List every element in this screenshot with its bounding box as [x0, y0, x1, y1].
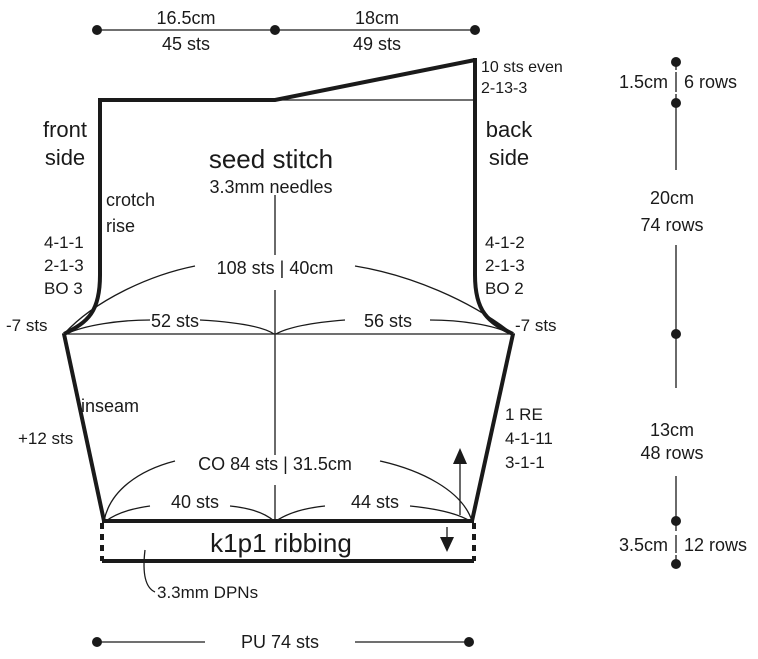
front-shaping-line3: BO 3	[44, 279, 83, 298]
cast-on-front-label: 40 sts	[171, 492, 219, 512]
front-width-cm: 16.5cm	[156, 8, 215, 28]
hip-back-arc	[275, 319, 346, 335]
measure-dot	[470, 25, 480, 35]
measure-dot	[92, 637, 102, 647]
down-arrow-icon	[440, 537, 454, 552]
co-back-arc	[275, 505, 326, 522]
seg1-cm: 1.5cm	[619, 72, 668, 92]
ribbing-band: k1p1 ribbing 3.3mm DPNs	[100, 523, 476, 602]
seg3-rows: 48 rows	[640, 443, 703, 463]
up-arrow-icon	[453, 448, 467, 464]
co-front-arc	[105, 505, 151, 522]
back-side-label-line1: back	[486, 117, 533, 142]
inseam-shaping-line2: 4-1-11	[505, 429, 553, 448]
back-rise-note-line2: 2-13-3	[481, 80, 527, 97]
top-width-measure: 16.5cm 45 sts 18cm 49 sts	[92, 8, 480, 54]
dpn-label: 3.3mm DPNs	[157, 583, 258, 602]
measure-dot	[671, 516, 681, 526]
cast-on-back-label: 44 sts	[351, 492, 399, 512]
dpn-callout-line	[143, 549, 156, 593]
hip-back-arc	[429, 319, 512, 335]
back-width-sts: 49 sts	[353, 34, 401, 54]
back-shaping-line3: BO 2	[485, 279, 524, 298]
back-shaping-line2: 2-1-3	[485, 256, 525, 275]
seg3-cm: 13cm	[650, 420, 694, 440]
front-shaping-line2: 2-1-3	[44, 256, 84, 275]
needle-size-label: 3.3mm needles	[209, 177, 332, 197]
seg4-rows: 12 rows	[684, 535, 747, 555]
hip-total-label: 108 sts | 40cm	[217, 258, 334, 278]
co-back-arc	[409, 505, 471, 522]
seg1-rows: 6 rows	[684, 72, 737, 92]
seg2-rows: 74 rows	[640, 215, 703, 235]
co-front-arc	[229, 505, 275, 522]
measure-dot	[671, 559, 681, 569]
measure-dot	[92, 25, 102, 35]
measure-dot	[671, 98, 681, 108]
inseam-right-edge	[470, 333, 515, 522]
co-total-arc	[103, 460, 176, 522]
hip-total-arc	[354, 265, 514, 335]
back-width-cm: 18cm	[355, 8, 399, 28]
garment-outline	[62, 58, 515, 523]
left-decrease-label: -7 sts	[6, 316, 48, 335]
guide-lines	[62, 99, 515, 521]
knit-direction-arrow	[440, 448, 467, 552]
hip-arcs: 108 sts | 40cm 52 sts 56 sts	[63, 258, 514, 335]
hip-front-arc	[199, 319, 275, 335]
inseam-shaping-line3: 3-1-1	[505, 453, 545, 472]
ribbing-label: k1p1 ribbing	[210, 528, 352, 558]
front-shaping-line1: 4-1-1	[44, 233, 84, 252]
seg4-cm: 3.5cm	[619, 535, 668, 555]
pickup-label: PU 74 sts	[241, 632, 319, 652]
measure-dot	[464, 637, 474, 647]
measure-dot	[671, 329, 681, 339]
inseam-label: inseam	[81, 396, 139, 416]
measure-dot	[671, 57, 681, 67]
back-side-label-line2: side	[489, 145, 529, 170]
inseam-shaping-line1: 1 RE	[505, 405, 543, 424]
front-side-label-line2: side	[45, 145, 85, 170]
hip-front-arc	[65, 319, 151, 335]
front-crotch-curve	[63, 274, 102, 336]
vertical-measure: 1.5cm 6 rows 20cm 74 rows 13cm 48 rows 3…	[619, 57, 747, 569]
right-decrease-label: -7 sts	[515, 316, 557, 335]
crotch-rise-label-line1: crotch	[106, 190, 155, 210]
hip-front-label: 52 sts	[151, 311, 199, 331]
co-total-arc	[379, 460, 473, 522]
inseam-left-edge	[62, 333, 106, 522]
back-shaping-line1: 4-1-2	[485, 233, 525, 252]
hip-total-arc	[63, 265, 196, 335]
front-width-sts: 45 sts	[162, 34, 210, 54]
waist-edge	[100, 58, 476, 102]
crotch-rise-label-line2: rise	[106, 216, 135, 236]
measure-dot	[270, 25, 280, 35]
hip-back-label: 56 sts	[364, 311, 412, 331]
cast-on-total-label: CO 84 sts | 31.5cm	[198, 454, 352, 474]
inseam-increase-label: +12 sts	[18, 429, 73, 448]
front-side-label-line1: front	[43, 117, 87, 142]
stitch-pattern-label: seed stitch	[209, 144, 333, 174]
cast-on-arcs: CO 84 sts | 31.5cm 40 sts 44 sts	[103, 454, 473, 522]
back-rise-note-line1: 10 sts even	[481, 59, 563, 76]
pickup-measure: PU 74 sts	[92, 632, 474, 652]
seg2-cm: 20cm	[650, 188, 694, 208]
